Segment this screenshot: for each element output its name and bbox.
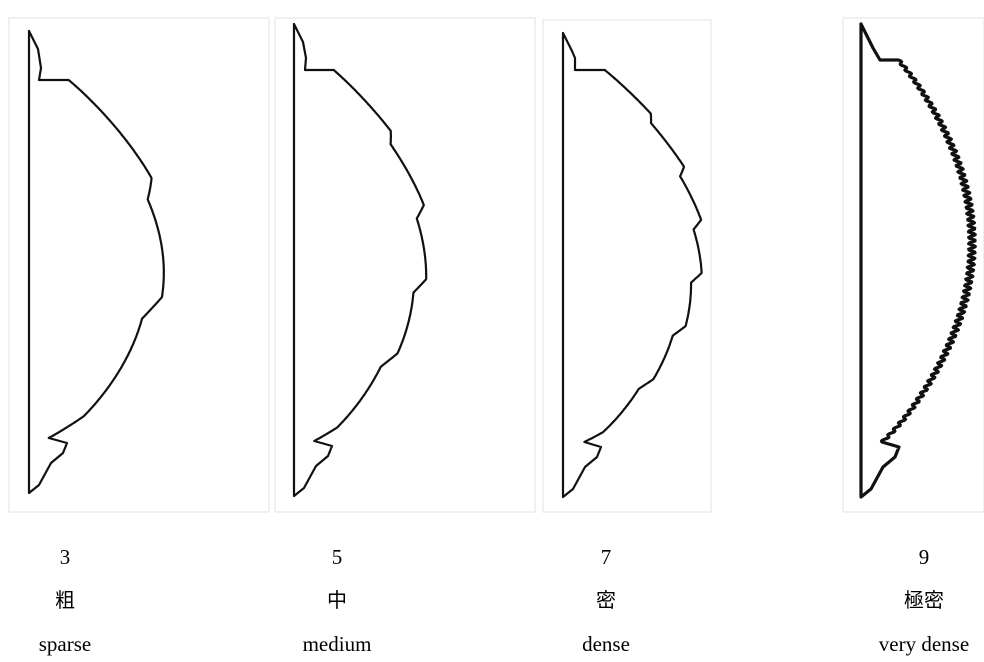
density-label-cjk: 粗 [55,588,75,612]
panel-frame [8,17,270,513]
serration-count-label: 7 [600,545,612,569]
serrated-outline-sparse [27,29,165,495]
panel-frame [274,17,536,513]
serration-count-label: 5 [331,545,343,569]
density-label-cjk: 中 [327,588,347,612]
serration-count-label: 3 [59,545,71,569]
panel-medium [274,17,536,513]
density-label: medium [302,632,372,656]
panel-very-dense [842,17,984,513]
density-label: sparse [38,632,92,656]
density-label-cjk: 極密 [904,588,944,612]
panel-sparse [8,17,270,513]
panel-frame [842,17,984,513]
serrated-outline-dense [561,31,703,499]
serration-count-label: 9 [918,545,930,569]
density-label: very dense [878,632,970,656]
density-label: dense [582,632,630,656]
density-label-cjk: 密 [596,588,616,612]
serrated-outline-very-dense [859,22,977,499]
panel-frame [542,19,712,513]
serrated-outline-medium [292,22,428,498]
panel-dense [542,19,712,513]
